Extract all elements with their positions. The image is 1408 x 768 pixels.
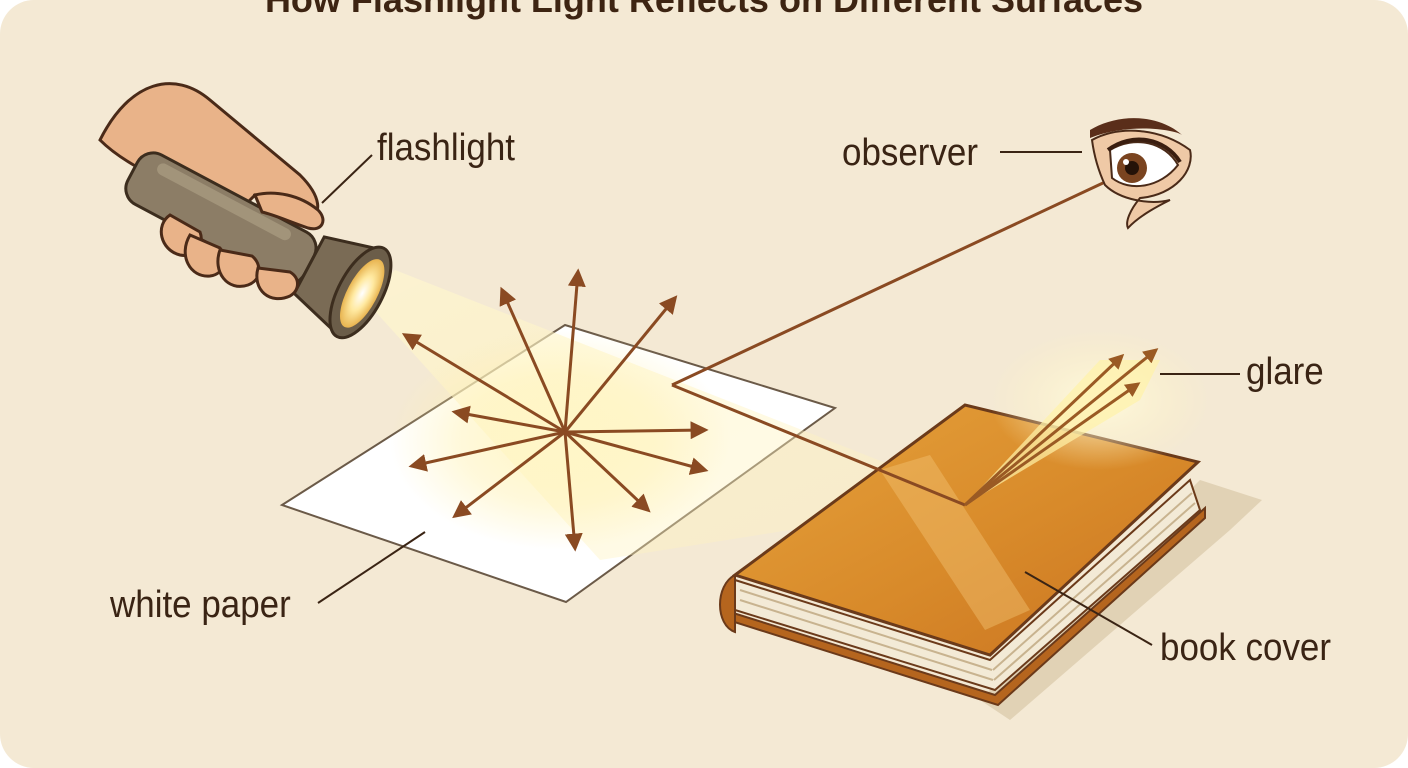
specular-path	[671, 172, 1124, 507]
book-shadow	[980, 480, 1262, 720]
diffuse-arrow-10	[563, 430, 651, 513]
diffuse-arrow-5	[451, 405, 566, 434]
beam-glow	[390, 330, 730, 550]
eye-icon	[1090, 118, 1192, 230]
diffuse-arrow-1	[401, 333, 566, 434]
diagram-title: How Flashlight Light Reflects on Differe…	[0, 0, 1408, 20]
diffuse-arrow-11	[563, 431, 583, 552]
diffuse-arrow-7	[408, 430, 566, 472]
glare-arrows	[963, 348, 1159, 507]
glare-arrow-3	[964, 382, 1141, 507]
diffuse-arrow-4	[563, 295, 678, 433]
diffuse-arrow-9	[452, 430, 566, 519]
flashlight-icon	[98, 82, 393, 340]
incident-ray	[671, 383, 966, 507]
label-white-paper: white paper	[110, 584, 291, 626]
label-book-cover: book cover	[1160, 627, 1332, 669]
glare-arrow-2	[964, 348, 1159, 507]
glare-beam	[965, 360, 1160, 505]
diffuse-arrow-6	[564, 421, 709, 440]
label-glare: glare	[1246, 351, 1324, 393]
diffuse-arrow-3	[563, 268, 586, 433]
label-flashlight: flashlight	[377, 127, 515, 169]
leader-lines	[317, 151, 1240, 646]
leader-flashlight	[321, 154, 373, 204]
diffuse-reflection-arrows	[401, 268, 709, 552]
leader-book-cover	[1024, 571, 1153, 646]
glare-arrow-1	[963, 353, 1125, 507]
label-observer: observer	[842, 132, 979, 174]
diffuse-arrow-8	[564, 430, 709, 475]
ray-to-observer	[671, 172, 1124, 387]
leader-white-paper	[317, 531, 426, 604]
diffuse-arrow-2	[499, 286, 567, 433]
